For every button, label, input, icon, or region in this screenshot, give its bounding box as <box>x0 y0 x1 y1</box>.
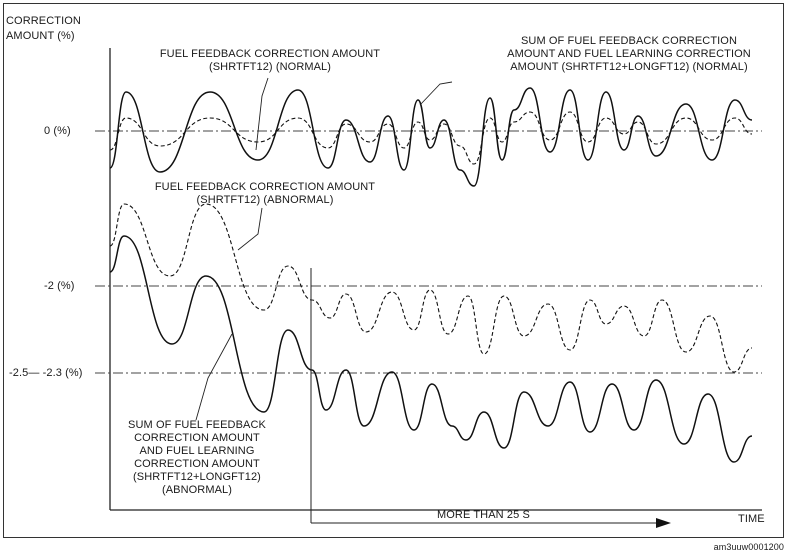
annotation-shrtft-abnormal-line1: FUEL FEEDBACK CORRECTION AMOUNT <box>154 181 376 193</box>
duration-label: MORE THAN 25 S <box>437 509 530 521</box>
annotation-sum-abnormal: SUM OF FUEL FEEDBACK CORRECTION AMOUNT A… <box>117 419 277 497</box>
annotation-sum-normal-line2: AMOUNT AND FUEL LEARNING CORRECTION <box>507 48 751 60</box>
annotation-shrtft-normal-line1: FUEL FEEDBACK CORRECTION AMOUNT <box>159 48 381 60</box>
leader-shrtft-normal <box>255 77 269 151</box>
shrtft-abnormal-curve <box>109 203 753 373</box>
duration-arrowhead <box>656 518 671 528</box>
annotation-sum-abnormal-line4: CORRECTION AMOUNT <box>134 458 260 470</box>
x-axis-label: TIME <box>738 513 765 525</box>
minus25-level-label: -2.5— -2.3 (%) <box>9 367 83 379</box>
y-axis-label-line2: AMOUNT (%) <box>6 30 75 42</box>
leader-sum-normal <box>419 81 453 106</box>
annotation-sum-abnormal-line2: CORRECTION AMOUNT <box>134 432 260 444</box>
shrtft-normal-curve <box>109 111 753 165</box>
annotation-sum-abnormal-line6: (ABNORMAL) <box>161 484 233 496</box>
annotation-shrtft-abnormal: FUEL FEEDBACK CORRECTION AMOUNT (SHRTFT1… <box>135 181 395 207</box>
leader-shrtft-abnormal <box>237 207 263 251</box>
minus2-level-label: -2 (%) <box>44 280 75 292</box>
annotation-sum-normal-line3: AMOUNT (SHRTFT12+LONGFT12) (NORMAL) <box>510 61 748 73</box>
leader-sum-abnormal <box>195 333 233 421</box>
sum-normal-curve <box>109 87 753 187</box>
y-axis-label-line1: CORRECTION <box>6 15 81 27</box>
annotation-shrtft-normal: FUEL FEEDBACK CORRECTION AMOUNT (SHRTFT1… <box>140 48 400 74</box>
annotation-sum-abnormal-line5: (SHRTFT12+LONGFT12) <box>133 471 261 483</box>
annotation-shrtft-abnormal-line2: (SHRTFT12) (ABNORMAL) <box>196 194 334 206</box>
annotation-sum-abnormal-line1: SUM OF FUEL FEEDBACK <box>128 419 266 431</box>
annotation-shrtft-normal-line2: (SHRTFT12) (NORMAL) <box>208 61 332 73</box>
zero-level-label: 0 (%) <box>44 125 71 137</box>
annotation-sum-normal-line1: SUM OF FUEL FEEDBACK CORRECTION <box>521 35 737 47</box>
figure-id: am3uuw0001200 <box>713 542 784 552</box>
diagram-frame <box>3 3 784 538</box>
annotation-sum-abnormal-line3: AND FUEL LEARNING <box>139 445 255 457</box>
annotation-sum-normal: SUM OF FUEL FEEDBACK CORRECTION AMOUNT A… <box>484 35 774 74</box>
sum-abnormal-curve <box>109 235 753 463</box>
